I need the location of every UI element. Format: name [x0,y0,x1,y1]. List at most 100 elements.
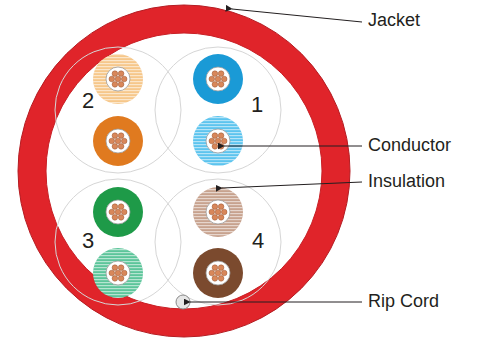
insulation [93,116,143,166]
copper-strand [218,71,224,77]
part-label: Insulation [368,171,445,192]
copper-strand [209,76,215,82]
conductor [206,67,230,91]
copper-strand [209,209,215,215]
copper-strand [112,82,118,88]
copper-strand [112,276,118,282]
copper-strand [212,265,218,271]
copper-strand [118,133,124,139]
copper-strand [212,71,218,77]
copper-strand [218,133,224,139]
leader-line [232,9,362,22]
conductor [206,200,230,224]
copper-strand [215,209,221,215]
pair-number: 3 [82,228,94,253]
copper-strand [218,82,224,88]
insulated-wire [193,54,243,104]
twisted-pairs [55,47,281,305]
copper-strand [215,138,221,144]
copper-strand [218,276,224,282]
conductor [206,129,230,153]
copper-strand [112,215,118,221]
copper-strand [112,204,118,210]
copper-strand [118,276,124,282]
copper-strand [112,71,118,77]
jacket-ring [32,19,336,323]
copper-strand [118,82,124,88]
pair-outline [55,47,181,173]
pair-number: 1 [251,92,263,117]
insulated-wire [93,187,143,237]
copper-strand [115,209,121,215]
insulation [193,187,243,237]
leader-line [190,302,362,303]
insulated-wire [93,116,143,166]
copper-strand [215,270,221,276]
copper-strand [221,270,227,276]
conductor [106,67,130,91]
copper-strand [221,76,227,82]
jacket-edge [18,5,350,337]
leader-lines [190,9,362,302]
part-label: Jacket [368,10,420,31]
copper-strand [212,276,218,282]
insulated-wire [193,187,243,237]
copper-strand [112,265,118,271]
insulated-wire [193,248,243,298]
insulation [193,116,243,166]
conductor [106,261,130,285]
insulation-stripes [93,248,143,298]
rip-cord [176,295,190,309]
jacket-inner-edge [46,33,322,309]
leader-line [222,182,362,188]
copper-strand [118,204,124,210]
copper-strand [218,265,224,271]
copper-strand [218,144,224,150]
copper-strand [212,215,218,221]
pair-outline [155,47,281,173]
copper-strand [218,215,224,221]
copper-strand [112,144,118,150]
insulated-wire [193,116,243,166]
copper-strand [212,133,218,139]
pair-number: 2 [82,88,94,113]
insulation [93,187,143,237]
copper-strand [209,270,215,276]
insulation [193,248,243,298]
copper-strand [109,270,115,276]
copper-strand [212,204,218,210]
copper-strand [212,82,218,88]
copper-strand [109,138,115,144]
copper-strand [209,138,215,144]
conductor [106,200,130,224]
copper-strand [215,76,221,82]
insulation [93,54,143,104]
conductor [106,129,130,153]
pair-number: 4 [252,228,264,253]
copper-strand [121,209,127,215]
copper-strand [218,204,224,210]
insulation [193,54,243,104]
copper-strand [115,270,121,276]
copper-strand [109,76,115,82]
part-label: Conductor [368,135,451,156]
part-label: Rip Cord [368,291,439,312]
copper-strand [109,209,115,215]
copper-strand [118,265,124,271]
pair-outline [155,179,281,305]
copper-strand [121,270,127,276]
copper-strand [112,133,118,139]
copper-strand [118,215,124,221]
copper-strand [121,138,127,144]
conductor [206,261,230,285]
copper-strand [115,76,121,82]
copper-strand [221,138,227,144]
copper-strand [221,209,227,215]
pair-outline [55,179,181,305]
copper-strand [118,71,124,77]
insulation-stripes [193,187,243,237]
copper-strand [121,76,127,82]
insulated-wire [93,248,143,298]
insulated-wire [93,54,143,104]
